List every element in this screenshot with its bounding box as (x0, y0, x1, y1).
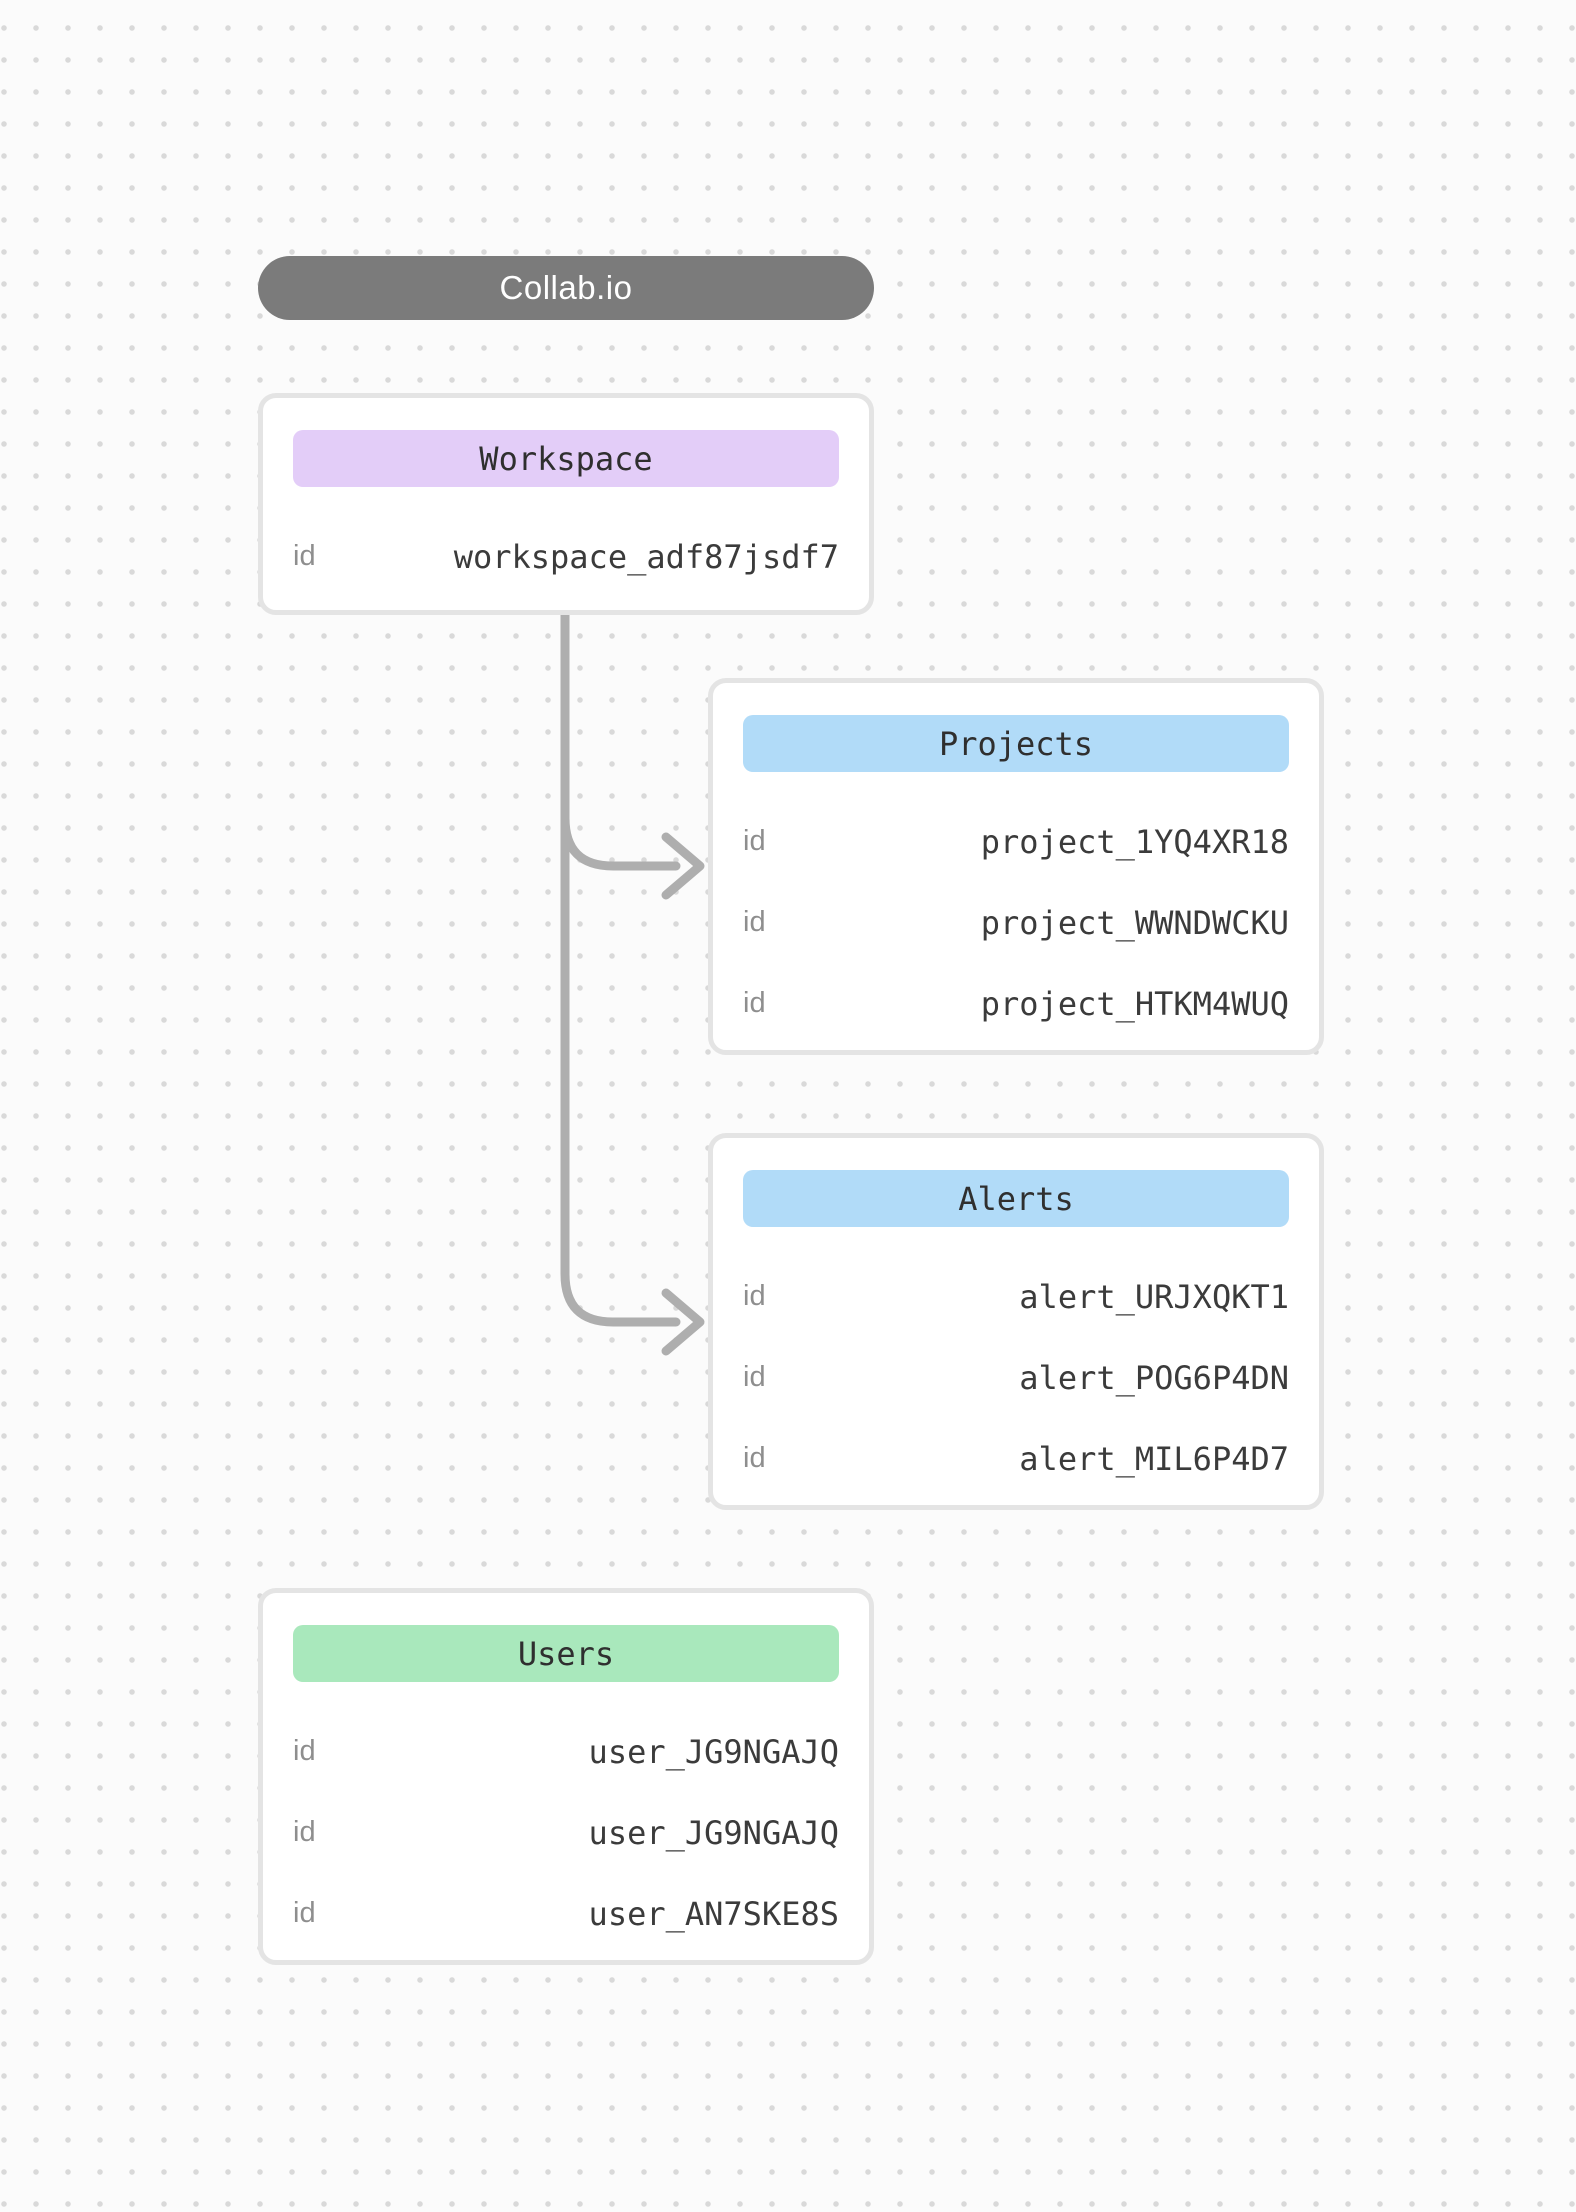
field-row: id alert_MIL6P4D7 (743, 1435, 1289, 1482)
field-value: alert_URJXQKT1 (1019, 1277, 1289, 1316)
field-label: id (743, 906, 766, 938)
field-value: user_AN7SKE8S (588, 1894, 839, 1933)
field-value: project_WWNDWCKU (980, 903, 1289, 942)
connector-workspace-to-projects (560, 813, 681, 871)
field-row: id alert_URJXQKT1 (743, 1273, 1289, 1320)
entity-card-users[interactable]: Users id user_JG9NGAJQ id user_JG9NGAJQ … (258, 1588, 874, 1965)
field-row: id alert_POG6P4DN (743, 1354, 1289, 1401)
field-label: id (293, 540, 316, 572)
field-label: id (293, 1735, 316, 1767)
arrowhead-to-alerts-icon (661, 1288, 705, 1356)
entity-card-projects[interactable]: Projects id project_1YQ4XR18 id project_… (708, 678, 1324, 1055)
entity-header-workspace: Workspace (293, 430, 839, 487)
field-value: workspace_adf87jsdf7 (453, 537, 839, 576)
entity-header-projects: Projects (743, 715, 1289, 772)
field-row: id user_JG9NGAJQ (293, 1728, 839, 1775)
field-label: id (743, 1280, 766, 1312)
field-label: id (743, 1442, 766, 1474)
field-label: id (293, 1816, 316, 1848)
entity-title: Projects (938, 724, 1094, 763)
field-value: project_1YQ4XR18 (980, 822, 1289, 861)
field-label: id (743, 1361, 766, 1393)
field-label: id (743, 825, 766, 857)
entity-header-alerts: Alerts (743, 1170, 1289, 1227)
field-row: id project_WWNDWCKU (743, 899, 1289, 946)
field-value: user_JG9NGAJQ (588, 1732, 839, 1771)
entity-title: Alerts (958, 1179, 1074, 1218)
field-value: alert_MIL6P4D7 (1019, 1439, 1289, 1478)
field-row: id workspace_adf87jsdf7 (293, 533, 839, 580)
arrowhead-to-projects-icon (661, 832, 705, 900)
field-row: id user_AN7SKE8S (293, 1890, 839, 1937)
field-row: id project_1YQ4XR18 (743, 818, 1289, 865)
field-label: id (743, 987, 766, 1019)
field-label: id (293, 1897, 316, 1929)
field-row: id user_JG9NGAJQ (293, 1809, 839, 1856)
entity-card-workspace[interactable]: Workspace id workspace_adf87jsdf7 (258, 393, 874, 615)
entity-header-users: Users (293, 1625, 839, 1682)
field-row: id project_HTKM4WUQ (743, 980, 1289, 1027)
entity-card-alerts[interactable]: Alerts id alert_URJXQKT1 id alert_POG6P4… (708, 1133, 1324, 1510)
diagram-title-pill[interactable]: Collab.io (258, 256, 874, 320)
field-value: project_HTKM4WUQ (980, 984, 1289, 1023)
diagram-title-label: Collab.io (499, 269, 633, 306)
field-value: user_JG9NGAJQ (588, 1813, 839, 1852)
entity-title: Users (517, 1634, 615, 1673)
entity-title: Workspace (479, 439, 653, 478)
connector-workspace-to-alerts (560, 610, 681, 1327)
field-value: alert_POG6P4DN (1019, 1358, 1289, 1397)
